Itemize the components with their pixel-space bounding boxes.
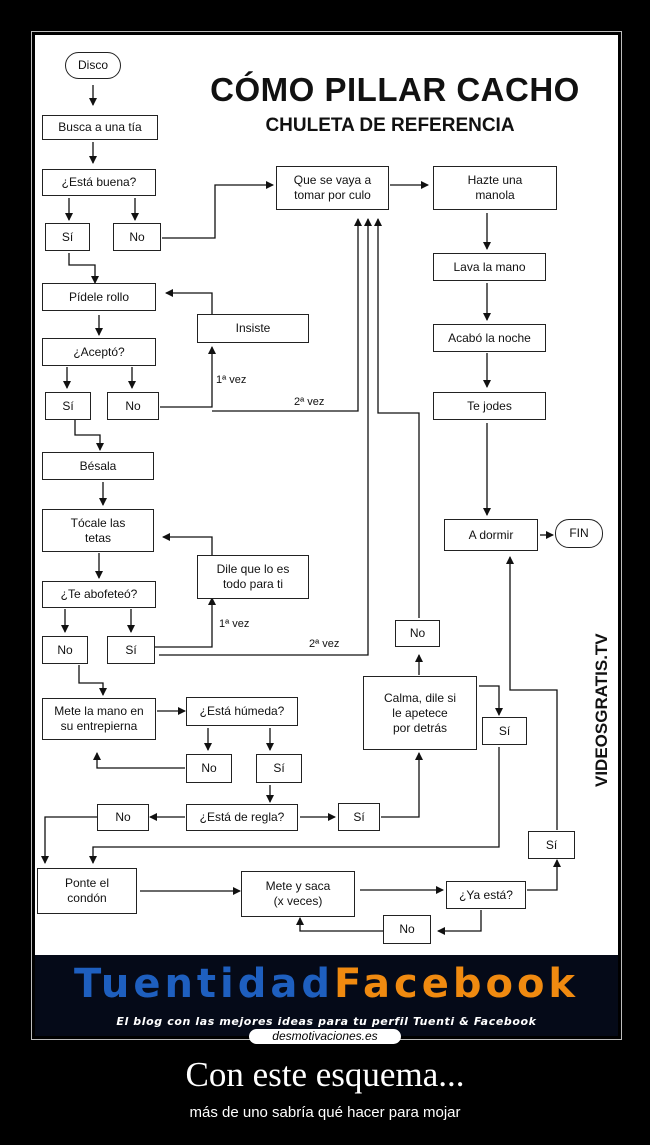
arrow-si6-ponte xyxy=(89,747,500,864)
node-acabo-noche: Acabó la noche xyxy=(433,324,546,352)
node-acepto: ¿Aceptó? xyxy=(42,338,156,366)
brand-tagline: El blog con las mejores ideas para tu pe… xyxy=(116,1015,537,1028)
node-ya-esta: ¿Ya está? xyxy=(446,881,526,909)
node-hazte-manola: Hazte una manola xyxy=(433,166,557,210)
node-si-acepto: Sí xyxy=(45,392,91,420)
flowchart-connectors xyxy=(41,85,561,935)
node-dile-todo: Dile que lo es todo para ti xyxy=(197,555,309,599)
node-no-ya: No xyxy=(383,915,431,944)
arrow-ya-no7 xyxy=(437,910,482,935)
node-humeda: ¿Está húmeda? xyxy=(186,697,298,726)
node-disco: Disco xyxy=(65,52,121,79)
arrow-no7-mete xyxy=(296,917,383,932)
label-2a-vez-insiste: 2ª vez xyxy=(294,396,325,408)
node-si-humeda: Sí xyxy=(256,754,302,783)
brand-part-facebook: Facebook xyxy=(334,961,580,1007)
arrow-no3-mete xyxy=(78,665,107,696)
node-no-buena: No xyxy=(113,223,161,251)
node-fin: FIN xyxy=(555,519,603,548)
label-2a-vez-dile: 2ª vez xyxy=(309,638,340,650)
node-busca: Busca a una tía xyxy=(42,115,158,140)
node-si-ya: Sí xyxy=(528,831,575,859)
node-insiste: Insiste xyxy=(197,314,309,343)
arrow-si3-dile xyxy=(155,597,216,648)
node-besala: Bésala xyxy=(42,452,154,480)
node-no-regla: No xyxy=(97,804,149,831)
arrow-ya-si7 xyxy=(527,859,561,891)
node-mete-saca: Mete y saca (x veces) xyxy=(241,871,355,917)
arrow-no2-vaya xyxy=(212,218,362,412)
arrow-si1-pidele xyxy=(68,253,99,284)
brand-logo-text: TuentidadFacebook xyxy=(35,961,618,1007)
vertical-site-label: VIDEOSGRATIS.TV xyxy=(592,633,611,787)
caption-subtitle: más de uno sabría qué hacer para mojar xyxy=(189,1104,461,1121)
arrow-insiste-pidele xyxy=(165,289,213,315)
page-subtitle: CHULETA DE REFERENCIA xyxy=(265,115,515,136)
arrow-dile-tocale xyxy=(162,533,213,555)
brand-part-tuentidad: Tuentidad xyxy=(73,961,335,1007)
node-no-acepto: No xyxy=(107,392,159,420)
node-abofeteo: ¿Te abofeteó? xyxy=(42,581,156,608)
node-si-regla: Sí xyxy=(338,803,380,831)
node-no-calma: No xyxy=(395,620,440,647)
arrow-si3-vaya xyxy=(159,218,372,656)
arrow-si7-dormir xyxy=(506,556,558,830)
site-watermark: desmotivaciones.es xyxy=(249,1029,401,1044)
label-1a-vez-insiste: 1ª vez xyxy=(216,374,247,386)
node-calma: Calma, dile si le apetece por detrás xyxy=(363,676,477,750)
arrow-no6-vaya xyxy=(374,218,420,618)
node-a-dormir: A dormir xyxy=(444,519,538,551)
node-que-se-vaya: Que se vaya a tomar por culo xyxy=(276,166,389,210)
node-no-humeda: No xyxy=(186,754,232,783)
brand-banner: TuentidadFacebook El blog con las mejore… xyxy=(35,955,618,1036)
node-ponte-condon: Ponte el condón xyxy=(37,868,137,914)
node-si-calma: Sí xyxy=(482,717,527,745)
node-tocale-tetas: Tócale las tetas xyxy=(42,509,154,552)
arrow-no-vaya xyxy=(162,181,274,239)
node-lava-mano: Lava la mano xyxy=(433,253,546,281)
node-te-jodes: Te jodes xyxy=(433,392,546,420)
node-pidele-rollo: Pídele rollo xyxy=(42,283,156,311)
page-title: CÓMO PILLAR CACHO xyxy=(210,71,580,108)
node-mete-mano: Mete la mano en su entrepierna xyxy=(42,698,156,740)
caption-title: Con este esquema... xyxy=(185,1055,465,1094)
arrow-si5-calma xyxy=(381,752,423,818)
node-no-abofeteo: No xyxy=(42,636,88,664)
flowchart-poster: CÓMO PILLAR CACHO CHULETA DE REFERENCIA … xyxy=(35,35,618,1036)
node-si-buena: Sí xyxy=(45,223,90,251)
arrow-calma-si6 xyxy=(479,685,503,716)
label-1a-vez-dile: 1ª vez xyxy=(219,618,250,630)
arrow-no2-insiste xyxy=(160,346,216,408)
arrow-no5-ponte xyxy=(41,816,97,864)
arrow-no4-mete xyxy=(93,752,185,769)
arrow-si2-besala xyxy=(74,420,104,451)
node-regla: ¿Está de regla? xyxy=(186,804,298,831)
node-esta-buena: ¿Está buena? xyxy=(42,169,156,196)
node-si-abofeteo: Sí xyxy=(107,636,155,664)
